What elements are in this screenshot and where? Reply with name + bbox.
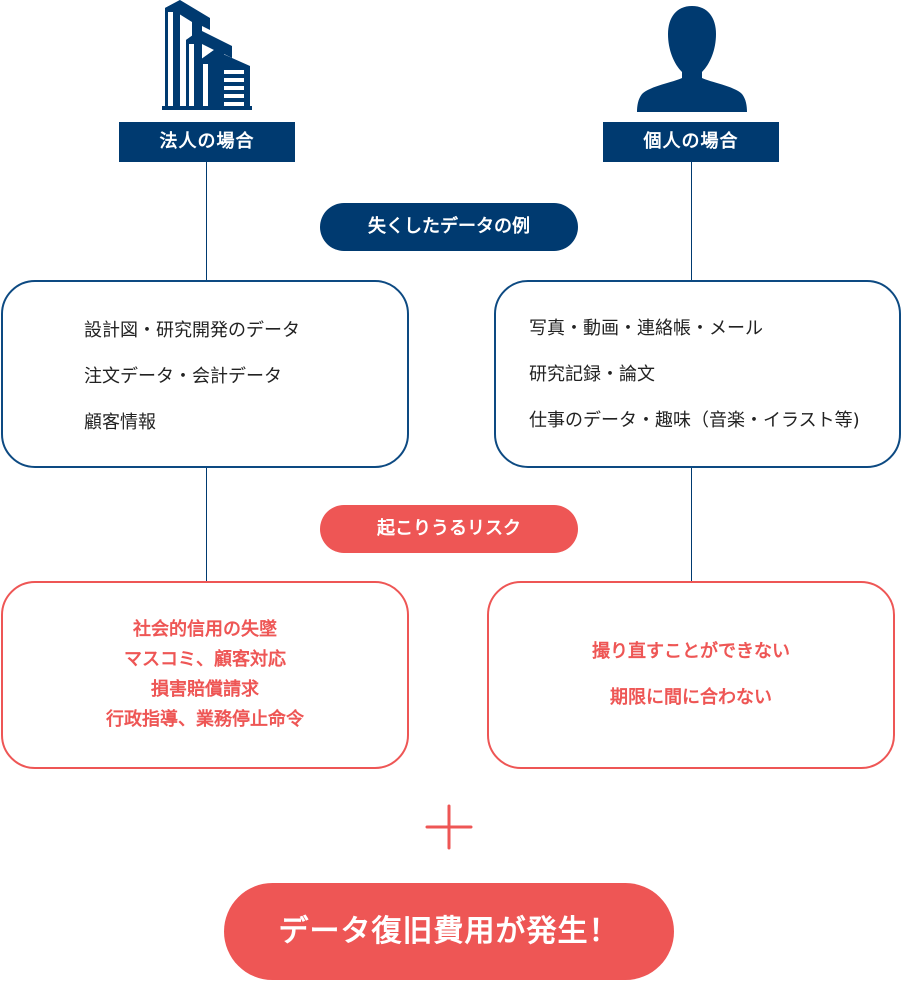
individual-risk-box: 撮り直すことができない 期限に間に合わない [487, 581, 895, 769]
risk-item: マスコミ、顧客対応 [124, 649, 286, 670]
list-item: 写真・動画・連絡帳・メール [529, 318, 763, 339]
individual-connector-mid [691, 467, 692, 582]
conclusion-banner: データ復旧費用が発生！ [224, 883, 674, 980]
list-item: 研究記録・論文 [529, 364, 655, 385]
individual-data-list: 写真・動画・連絡帳・メール 研究記録・論文 仕事のデータ・趣味（音楽・イラスト等… [529, 306, 899, 444]
risk-badge: 起こりうるリスク [320, 505, 578, 553]
individual-data-box: 写真・動画・連絡帳・メール 研究記録・論文 仕事のデータ・趣味（音楽・イラスト等… [494, 280, 901, 468]
corporate-data-list: 設計図・研究開発のデータ 注文データ・会計データ 顧客情報 [84, 308, 407, 446]
corporate-data-box: 設計図・研究開発のデータ 注文データ・会計データ 顧客情報 [1, 280, 409, 468]
person-icon [636, 6, 748, 112]
list-item: 設計図・研究開発のデータ [84, 320, 300, 341]
individual-label: 個人の場合 [603, 122, 779, 162]
risk-item: 損害賠償請求 [151, 679, 259, 700]
corporate-connector-top [206, 162, 207, 281]
corporate-connector-mid [206, 467, 207, 582]
plus-icon [425, 804, 473, 850]
list-item: 顧客情報 [84, 412, 156, 433]
risk-item: 社会的信用の失墜 [133, 619, 277, 640]
list-item: 注文データ・会計データ [84, 366, 282, 387]
risk-item: 行政指導、業務停止命令 [106, 709, 304, 730]
risk-item: 期限に間に合わない [610, 687, 772, 708]
corporate-risk-box: 社会的信用の失墜 マスコミ、顧客対応 損害賠償請求 行政指導、業務停止命令 [1, 581, 409, 769]
risk-item: 撮り直すことができない [592, 641, 790, 662]
individual-connector-top [691, 162, 692, 281]
building-icon [162, 0, 252, 112]
corporate-label: 法人の場合 [119, 122, 295, 162]
lost-data-badge: 失くしたデータの例 [320, 203, 578, 251]
list-item: 仕事のデータ・趣味（音楽・イラスト等) [529, 410, 860, 431]
